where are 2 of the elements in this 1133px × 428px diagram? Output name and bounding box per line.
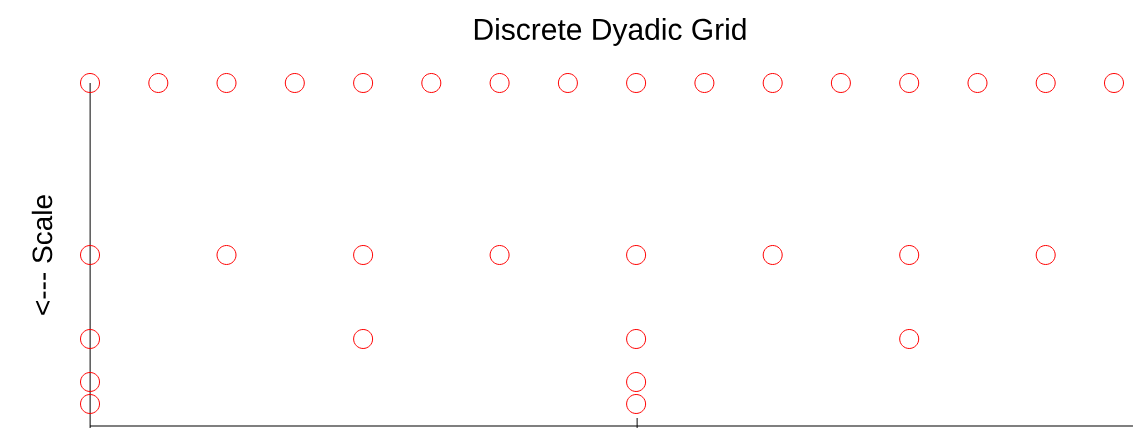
axis-label: <--- Scale [31, 195, 53, 315]
chart-title: Discrete Dyadic Grid [474, 18, 746, 46]
